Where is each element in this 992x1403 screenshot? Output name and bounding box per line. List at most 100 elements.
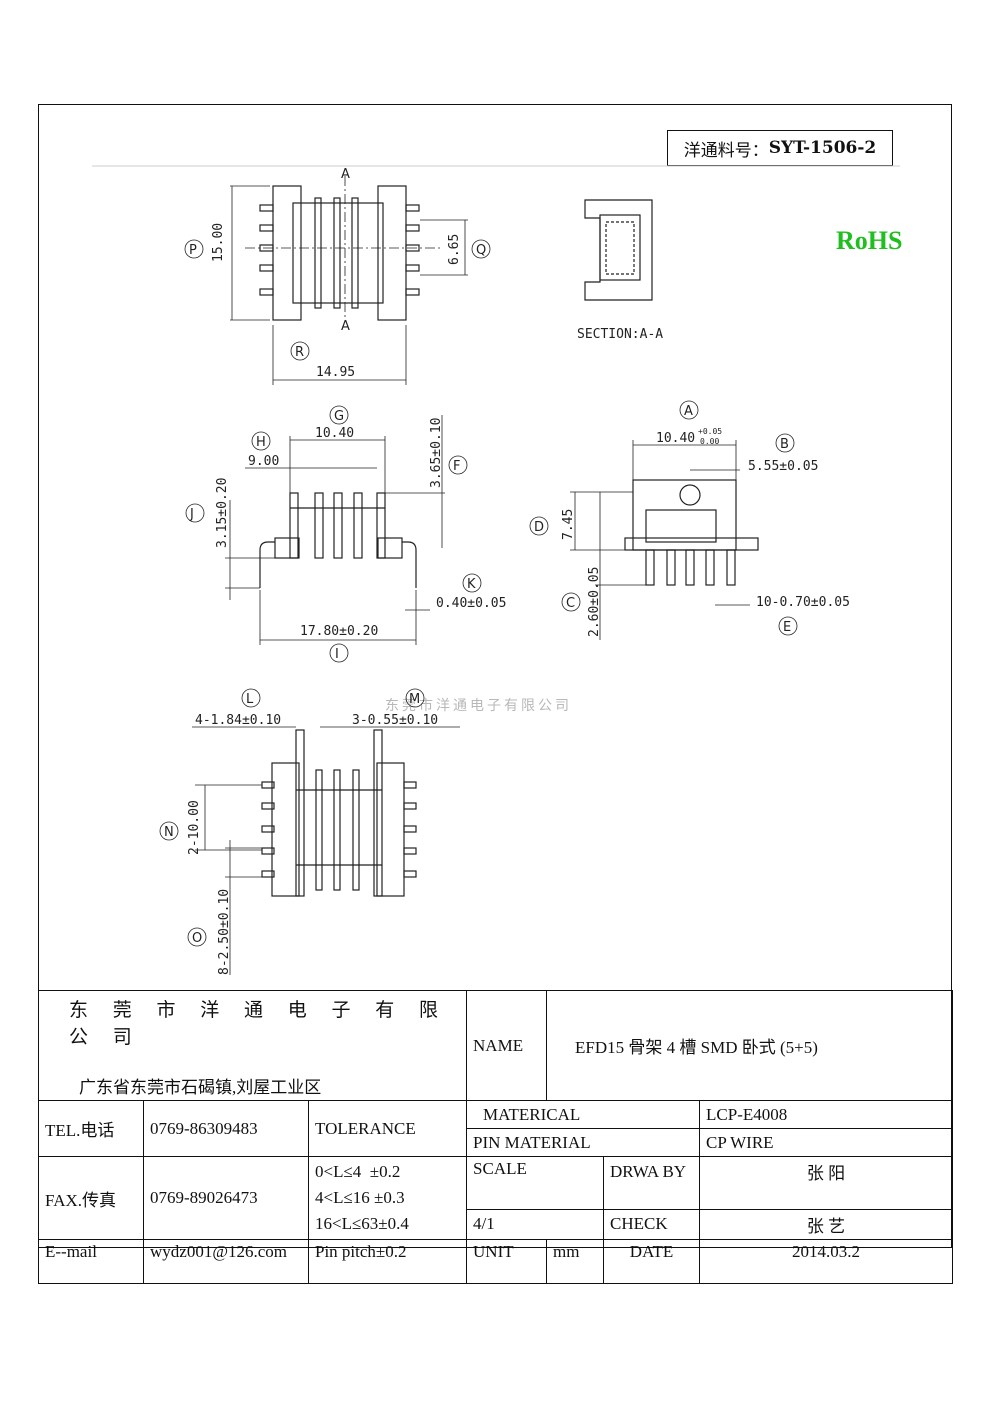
tolerance-range-2: 4<L≤16 ±0.3 bbox=[315, 1188, 405, 1207]
dim-i: 17.80±0.20 bbox=[300, 624, 378, 639]
top-view: 15.00 6.65 14.95 A A bbox=[211, 167, 468, 385]
tel-label: TEL.电话 bbox=[38, 1100, 144, 1157]
front-view: 10.40 9.00 3.65±0.10 3.15±0.20 0.40±0.05… bbox=[215, 415, 506, 645]
dim-p: 15.00 bbox=[211, 223, 226, 262]
callout-q-label: Q bbox=[476, 243, 486, 258]
callout-d-label: D bbox=[534, 520, 544, 535]
dim-f: 3.65±0.10 bbox=[429, 418, 444, 488]
check-value: 张 艺 bbox=[699, 1208, 954, 1241]
callout-d: D bbox=[529, 516, 549, 536]
callout-o-label: O bbox=[192, 931, 202, 946]
section-label: SECTION:A-A bbox=[577, 327, 663, 342]
callout-h: H bbox=[251, 431, 271, 451]
rohs-mark: RoHS bbox=[836, 226, 903, 255]
callout-r-label: R bbox=[295, 345, 304, 360]
callout-j-label: J bbox=[189, 507, 194, 522]
callout-m-label: M bbox=[409, 692, 420, 707]
dim-d: 7.45 bbox=[561, 509, 576, 540]
dim-a: 10.40 bbox=[656, 431, 695, 446]
dim-e: 10-0.70±0.05 bbox=[756, 595, 850, 610]
callout-k-label: K bbox=[467, 577, 476, 592]
date-label: DATE bbox=[603, 1239, 701, 1284]
callout-c: C bbox=[561, 592, 581, 612]
callout-i-label: I bbox=[335, 647, 339, 662]
bottom-view: 4-1.84±0.10 3-0.55±0.10 2-10.00 8-2.50±0… bbox=[187, 713, 460, 975]
callout-p-label: P bbox=[189, 243, 197, 258]
material-label: MATERICAL bbox=[466, 1100, 701, 1129]
tel-value: 0769-86309483 bbox=[143, 1100, 309, 1157]
callout-b: B bbox=[775, 433, 795, 453]
dim-j: 3.15±0.20 bbox=[215, 478, 230, 548]
dim-l: 4-1.84±0.10 bbox=[195, 713, 281, 728]
dim-a-tol-bottom: 0.00 bbox=[700, 437, 719, 446]
callout-a-label: A bbox=[684, 404, 693, 419]
material-value: LCP-E4008 bbox=[699, 1100, 954, 1129]
scale-value: 4/1 bbox=[466, 1208, 605, 1241]
tolerance-range-3: 16<L≤63±0.4 bbox=[315, 1214, 409, 1233]
check-label: CHECK bbox=[603, 1208, 701, 1241]
callout-h-label: H bbox=[256, 435, 266, 450]
callout-p: P bbox=[184, 239, 204, 259]
callout-f: F bbox=[448, 455, 468, 475]
unit-label: UNIT bbox=[466, 1239, 548, 1284]
callout-b-label: B bbox=[780, 437, 789, 452]
tolerance-ranges: 0<L≤4 ±0.2 4<L≤16 ±0.3 16<L≤63±0.4 bbox=[307, 1156, 468, 1240]
company-name: 东 莞 市 洋 通 电 子 有 限 公 司 bbox=[69, 1000, 449, 1048]
callout-o: O bbox=[187, 927, 207, 947]
part-number-label: 洋通料号： bbox=[683, 140, 769, 161]
callout-n-label: N bbox=[164, 825, 174, 840]
name-value: EFD15 骨架 4 槽 SMD 卧式 (5+5) bbox=[546, 990, 954, 1101]
section-arrow-top: A bbox=[341, 167, 350, 182]
section-arrow-bottom: A bbox=[341, 319, 350, 334]
callout-c-label: C bbox=[566, 596, 575, 611]
pin-pitch-tolerance: Pin pitch±0.2 bbox=[307, 1239, 468, 1284]
watermark-text: 东莞市洋通电子有限公司 bbox=[385, 697, 572, 714]
callout-k: K bbox=[462, 573, 482, 593]
dim-r: 14.95 bbox=[316, 365, 355, 380]
date-value: 2014.03.2 bbox=[699, 1239, 954, 1284]
part-number-value: SYT-1506-2 bbox=[768, 138, 877, 158]
name-label: NAME bbox=[466, 990, 548, 1101]
dim-a-tol-top: +0.05 bbox=[698, 427, 722, 436]
drawn-by-value: 张 阳 bbox=[699, 1156, 954, 1210]
unit-value: mm bbox=[546, 1239, 605, 1284]
dim-m: 3-0.55±0.10 bbox=[352, 713, 438, 728]
callout-e-label: E bbox=[783, 620, 791, 635]
callout-j: J bbox=[185, 503, 205, 523]
company-cell: 东 莞 市 洋 通 电 子 有 限 公 司 广东省东莞市石碣镇,刘屋工业区 bbox=[37, 990, 468, 1101]
callout-q: Q bbox=[471, 239, 491, 259]
side-view: 10.40 +0.05 0.00 5.55±0.05 7.45 2.60±0.0… bbox=[561, 427, 850, 640]
callout-a: A bbox=[679, 400, 699, 420]
pin-material-label: PIN MATERIAL bbox=[466, 1128, 701, 1157]
email-label: E--mail bbox=[38, 1239, 144, 1284]
email-value: wydz001@126.com bbox=[143, 1239, 309, 1284]
dim-n: 2-10.00 bbox=[187, 800, 202, 855]
title-block: 东 莞 市 洋 通 电 子 有 限 公 司 广东省东莞市石碣镇,刘屋工业区 NA… bbox=[37, 990, 954, 1284]
drawn-by-label: DRWA BY bbox=[603, 1156, 701, 1210]
callout-m: M bbox=[405, 688, 425, 708]
callout-l: L bbox=[241, 688, 261, 708]
callout-g: G bbox=[329, 405, 349, 425]
section-a-a: SECTION:A-A bbox=[577, 199, 663, 342]
tolerance-range-1: 0<L≤4 ±0.2 bbox=[315, 1162, 401, 1181]
dim-b: 5.55±0.05 bbox=[748, 459, 818, 474]
callout-i: I bbox=[329, 643, 349, 663]
callout-e: E bbox=[778, 616, 798, 636]
dim-q: 6.65 bbox=[447, 234, 462, 265]
scale-label: SCALE bbox=[466, 1156, 605, 1210]
callout-r: R bbox=[290, 341, 310, 361]
technical-drawing: 15.00 6.65 14.95 A A P Q R SECTION:A-A bbox=[92, 165, 900, 975]
dim-h: 9.00 bbox=[248, 454, 279, 469]
callout-f-label: F bbox=[453, 459, 460, 474]
callout-l-label: L bbox=[246, 692, 254, 707]
dim-g: 10.40 bbox=[315, 426, 354, 441]
company-address: 广东省东莞市石碣镇,刘屋工业区 bbox=[79, 1078, 322, 1097]
fax-label: FAX.传真 bbox=[38, 1156, 144, 1240]
tolerance-label: TOLERANCE bbox=[307, 1100, 468, 1157]
callout-g-label: G bbox=[334, 409, 344, 424]
callout-n: N bbox=[159, 821, 179, 841]
pin-material-value: CP WIRE bbox=[699, 1128, 954, 1157]
dim-k: 0.40±0.05 bbox=[436, 596, 506, 611]
dim-o: 8-2.50±0.10 bbox=[217, 889, 232, 975]
fax-value: 0769-89026473 bbox=[143, 1156, 309, 1240]
